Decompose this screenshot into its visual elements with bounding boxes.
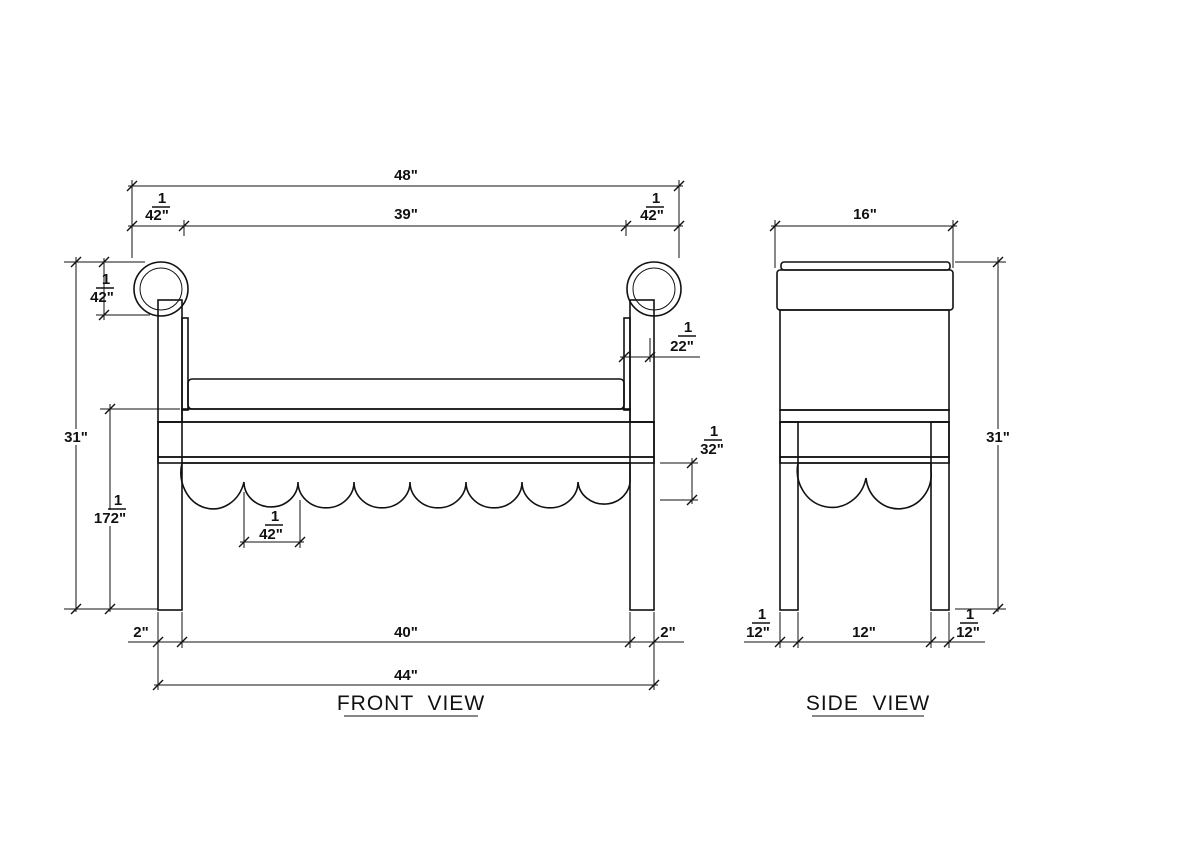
dim-leg-span: 40"	[394, 624, 418, 641]
side-back-panel	[779, 309, 950, 411]
dim-apron-den: 32"	[700, 441, 724, 458]
front-left-arm-inner	[181, 317, 189, 411]
dim-side-height: 31"	[986, 429, 1010, 446]
dim-arm-thickness-num: 1	[684, 319, 692, 336]
dim-side-leg-right-num: 1	[966, 606, 974, 623]
side-scallop-apron	[796, 462, 933, 510]
dim-roll-height-den: 42"	[90, 289, 114, 306]
dim-leg-left: 2"	[133, 624, 148, 641]
dim-overall-width: 48"	[394, 167, 418, 184]
front-view-title: FRONT VIEW	[337, 692, 485, 715]
front-right-arm-inner	[623, 317, 631, 411]
front-upper-braid	[181, 408, 631, 423]
dim-scallop-den: 42"	[259, 526, 283, 543]
dim-side-leg-left-den: 12"	[746, 624, 770, 641]
side-cushion-cap	[780, 261, 951, 271]
dim-roll-height-num: 1	[102, 271, 110, 288]
dim-overall-height: 31"	[64, 429, 88, 446]
dim-base-width: 44"	[394, 667, 418, 684]
front-left-leg	[157, 421, 183, 611]
front-right-roll	[626, 261, 682, 317]
dim-seat-height-num: 1	[114, 492, 122, 509]
side-upper-braid	[779, 409, 950, 423]
dim-arm-right-num: 1	[652, 190, 660, 207]
dim-seat-height-den: 172"	[94, 510, 126, 527]
dim-side-depth: 16"	[853, 206, 877, 223]
side-right-leg	[930, 421, 950, 611]
front-dimensions	[64, 180, 700, 691]
dim-arm-thickness-den: 22"	[670, 338, 694, 355]
front-scallop-apron	[180, 462, 631, 510]
dim-side-leg-span: 12"	[852, 624, 876, 641]
dim-leg-right: 2"	[660, 624, 675, 641]
side-view	[776, 261, 954, 611]
front-lower-braid	[157, 456, 655, 464]
side-left-leg	[779, 421, 799, 611]
side-lower-braid	[779, 456, 950, 464]
side-dimension-labels: 16" 31" 1 12" 12" 1 12"	[746, 206, 1013, 641]
front-seat-rail	[157, 421, 655, 458]
dim-scallop-num: 1	[271, 508, 279, 525]
front-left-roll	[133, 261, 189, 317]
dim-arm-left-den: 42"	[145, 207, 169, 224]
front-dimension-labels: 48" 1 42" 39" 1 42" 1 42" 31" 1 172" 1 2…	[61, 167, 724, 684]
dim-arm-left-num: 1	[158, 190, 166, 207]
front-seat-cushion	[187, 378, 625, 410]
side-view-title: SIDE VIEW	[806, 692, 930, 715]
dim-arm-right-den: 42"	[640, 207, 664, 224]
front-right-leg	[629, 421, 655, 611]
front-view	[133, 261, 682, 611]
side-seat-rail	[779, 421, 950, 458]
dim-inner-width: 39"	[394, 206, 418, 223]
view-titles: FRONT VIEW SIDE VIEW	[337, 692, 930, 717]
dim-apron-num: 1	[710, 423, 718, 440]
dim-side-leg-left-num: 1	[758, 606, 766, 623]
front-left-arm-post	[157, 299, 183, 423]
dim-side-leg-right-den: 12"	[956, 624, 980, 641]
side-dimensions	[744, 220, 1006, 648]
side-roll-top	[776, 269, 954, 311]
